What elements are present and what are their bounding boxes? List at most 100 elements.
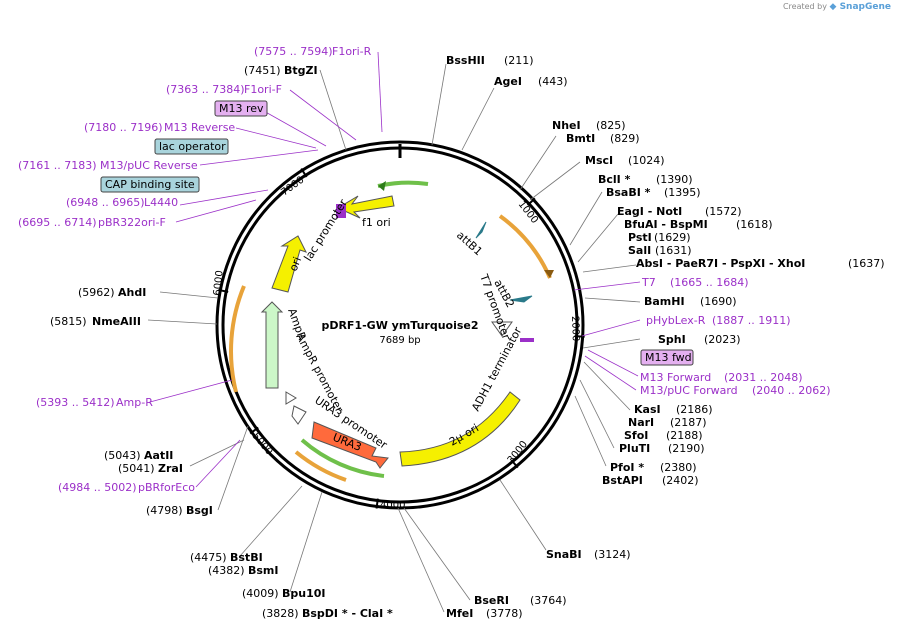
lac-operator-mark: [336, 204, 346, 218]
enzyme-position: (2187): [670, 416, 707, 429]
tick-mark: [526, 197, 536, 206]
primer-l4440-name: L4440: [144, 196, 178, 209]
primer-ampr-range: (5393 .. 5412): [36, 396, 115, 409]
primer-labels: (7575 .. 7594) F1ori-R (7363 .. 7384) F1…: [18, 45, 831, 494]
primer-m13-reverse-name: M13 Reverse: [164, 121, 235, 134]
ura3-arrow: [311, 421, 389, 469]
enzyme-position: (2190): [668, 442, 705, 455]
f1-ori-arrow: [336, 195, 395, 219]
enzyme-position: (4382): [208, 564, 245, 577]
primer-f1ori-f-name: F1ori-F: [244, 83, 282, 96]
m13-fwd-mark: [520, 338, 534, 342]
enzyme-name: BssHII: [446, 54, 485, 67]
enzyme-name: BamHI: [644, 295, 685, 308]
orange-orf-bottom: [294, 450, 347, 482]
primer-m13puc-reverse-range: (7161 .. 7183): [18, 159, 97, 172]
primer-pbrforeco-range: (4984 .. 5002): [58, 481, 137, 494]
tick-label: 4000: [380, 500, 405, 511]
two-mu-ori-arc: [399, 391, 521, 467]
enzyme-name: SfoI: [624, 429, 648, 442]
primer-f1ori-r-range: (7575 .. 7594): [254, 45, 333, 58]
primer-f1ori-r-name: F1ori-R: [332, 45, 372, 58]
enzyme-position: (5815): [50, 315, 87, 328]
enzyme-name: KasI: [634, 403, 661, 416]
enzyme-position: (1024): [628, 154, 665, 167]
enzyme-position: (3764): [530, 594, 567, 607]
enzyme-name: AbsI - PaeR7I - PspXI - XhoI: [636, 257, 805, 270]
enzyme-name: SphI: [658, 333, 686, 346]
primer-m13-forward-name: M13 Forward: [640, 371, 711, 384]
ampr-arrow: [260, 301, 284, 389]
lac-operator-box: [154, 138, 229, 155]
enzyme-position: (2186): [676, 403, 713, 416]
attb1-arrow: [475, 221, 487, 239]
m13-fwd-text: M13 fwd: [645, 351, 692, 364]
enzyme-position: (1395): [664, 186, 701, 199]
cap-site-box: [100, 176, 200, 193]
plasmid-length: 7689 bp: [379, 335, 420, 346]
m13-rev-text: M13 rev: [219, 102, 264, 115]
enzyme-position: (4798): [146, 504, 183, 517]
enzyme-name: MfeI: [446, 607, 473, 620]
label-ori: ori: [287, 255, 304, 273]
features: [229, 180, 554, 482]
primer-l4440-range: (6948 .. 6965): [66, 196, 145, 209]
green-orf-top-head: [378, 181, 386, 191]
enzyme-name: BspDI * - ClaI *: [302, 607, 393, 620]
enzyme-name: Bpu10I: [282, 587, 326, 600]
primer-m13puc-forward-name: M13/pUC Forward: [640, 384, 738, 397]
tick-mark: [300, 168, 308, 178]
enzyme-name: ZraI: [158, 462, 183, 475]
snapgene-brand: SnapGene: [839, 2, 891, 12]
primer-t7-range: (1665 .. 1684): [670, 276, 749, 289]
tick-mark: [249, 426, 259, 435]
enzyme-position: (1631): [655, 244, 692, 257]
enzyme-name: NarI: [628, 416, 654, 429]
enzyme-position: (5043): [104, 449, 141, 462]
enzyme-position: (1637): [848, 257, 885, 270]
enzyme-name: BstBI: [230, 551, 263, 564]
enzyme-name: BseRI: [474, 594, 509, 607]
boxed-labels: M13 rev lac operator CAP binding site M1…: [100, 100, 694, 366]
enzyme-position: (1618): [736, 218, 773, 231]
tick-mark: [510, 459, 519, 469]
tick-mark: [375, 498, 379, 509]
enzyme-name: NmeAIII: [92, 315, 141, 328]
enzyme-position: (1629): [654, 231, 691, 244]
primer-phyblex-r-name: pHybLex-R: [646, 314, 706, 327]
m13-rev-box: [214, 100, 268, 117]
primer-ampr-name: Amp-R: [116, 396, 153, 409]
enzyme-position: (829): [610, 132, 640, 145]
enzyme-position: (3124): [594, 548, 631, 561]
snapgene-credit: Created by ◆ SnapGene: [783, 2, 891, 12]
primer-leader-lines: [149, 51, 641, 488]
tick-mark: [574, 335, 585, 338]
plasmid-name: pDRF1-GW ymTurquoise2: [321, 319, 478, 332]
enzyme-position: (2380): [660, 461, 697, 474]
tick-label: 2000: [569, 316, 581, 342]
enzyme-position: (5041): [118, 462, 155, 475]
green-orf-bottom: [300, 438, 385, 478]
enzyme-name: NheI: [552, 119, 581, 132]
primer-pbr322ori-f-range: (6695 .. 6714): [18, 216, 97, 229]
enzyme-name: BtgZI: [284, 64, 318, 77]
enzyme-position: (2023): [704, 333, 741, 346]
orange-orf-left: [229, 285, 246, 393]
enzyme-name: SnaBI: [546, 548, 582, 561]
enzyme-name: BfuAI - BspMI: [624, 218, 708, 231]
primer-m13-reverse-range: (7180 .. 7196): [84, 121, 163, 134]
enzyme-name: BclI *: [598, 173, 631, 186]
enzyme-labels-right: BssHII(211)AgeI(443)NheI(825)BmtI(829)Ms…: [446, 54, 885, 620]
label-f1-ori: f1 ori: [362, 216, 391, 229]
primer-m13-forward-range: (2031 .. 2048): [724, 371, 803, 384]
enzyme-name: AgeI: [494, 75, 522, 88]
enzyme-position: (1572): [705, 205, 742, 218]
label-lac-promoter: lac promoter: [302, 197, 351, 264]
enzyme-name: BsgI: [186, 504, 213, 517]
enzyme-labels-left: (7451)BtgZI(5962)AhdI(5815)NmeAIII(5043)…: [50, 64, 393, 620]
backbone: [215, 140, 585, 510]
enzyme-position: (7451): [244, 64, 281, 77]
enzyme-position: (825): [596, 119, 626, 132]
primer-pbr322ori-f-name: pBR322ori-F: [98, 216, 166, 229]
